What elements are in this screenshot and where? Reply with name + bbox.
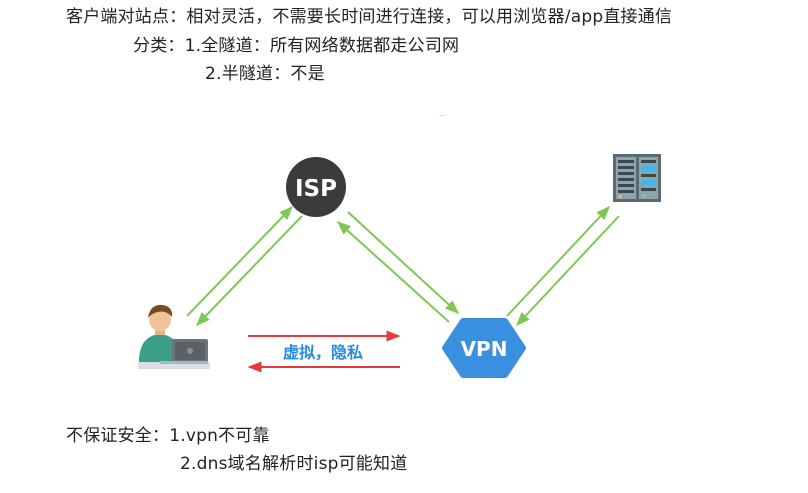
vpn-icon: VPN [442,318,526,378]
arrow-vpn-to-server [506,205,610,317]
tunnel-label: 虚拟，隐私 [283,343,363,362]
arrow-isp-to-user [196,215,303,327]
arrow-server-to-vpn [516,215,620,327]
footer-line-1: 不保证安全：1.vpn不可靠 [66,426,270,446]
footer-line-2: 2.dns域名解析时isp可能知道 [180,454,408,474]
note-line-3: 2.半隧道：不是 [205,64,325,84]
vpn-label: VPN [461,337,508,361]
user-icon [138,304,210,369]
arrow-vpn-to-isp [336,221,450,323]
isp-label: ISP [295,176,337,202]
arrow-isp-to-vpn [347,211,460,314]
isp-icon: ISP [286,157,346,217]
caret-mark: -- [439,111,446,121]
server-icon [613,154,661,202]
note-line-2: 分类：1.全隧道：所有网络数据都走公司网 [133,36,460,56]
arrow-user-to-isp [186,205,293,317]
note-line-1: 客户端对站点：相对灵活，不需要长时间进行连接，可以用浏览器/app直接通信 [66,7,673,27]
